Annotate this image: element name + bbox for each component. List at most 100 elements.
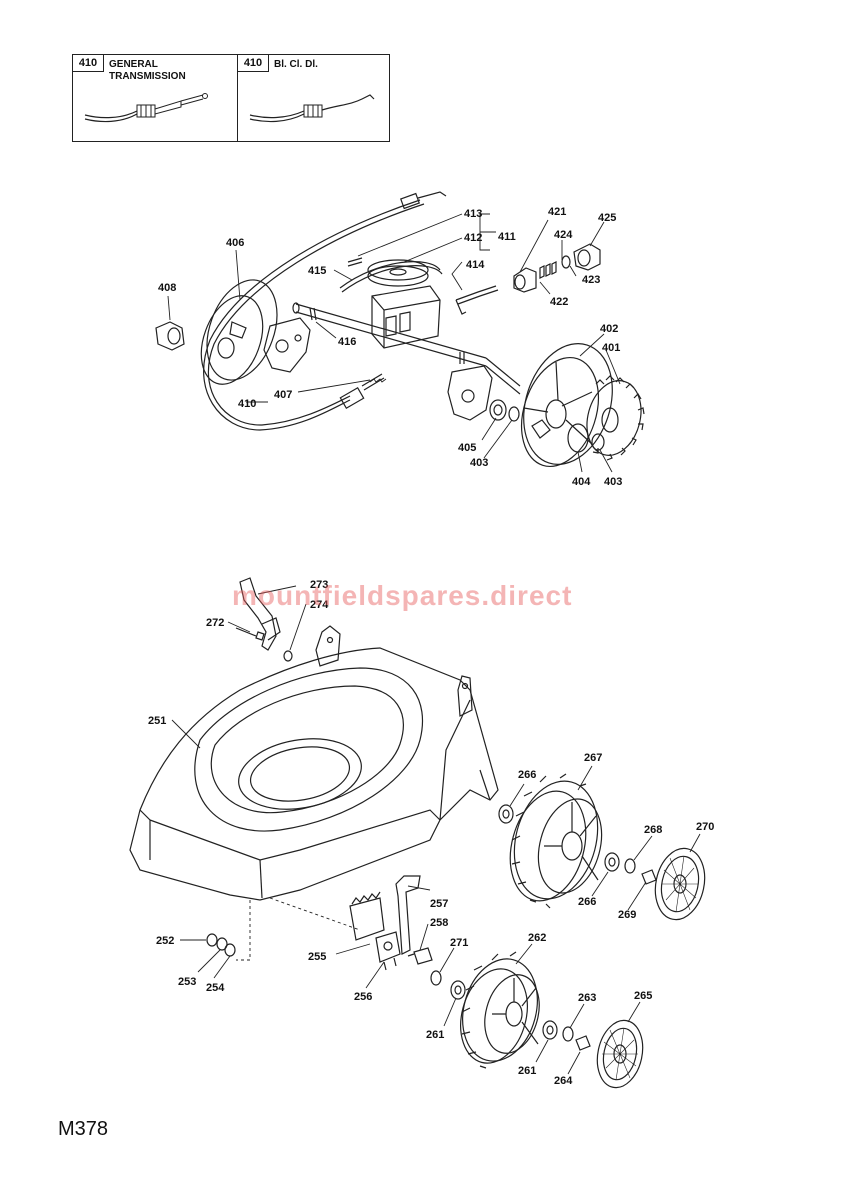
- part-label-410: 410: [238, 398, 256, 410]
- bearing: [489, 399, 507, 421]
- part-label-267: 267: [584, 752, 602, 764]
- part-label-403: 403: [604, 476, 622, 488]
- part-label-416: 416: [338, 336, 356, 348]
- bearing: [542, 1020, 558, 1040]
- mower-deck: [129, 647, 499, 901]
- part-label-421: 421: [548, 206, 566, 218]
- diagram-code: M378: [58, 1118, 109, 1140]
- drive-nut: [155, 321, 185, 351]
- drive-axle: [295, 303, 487, 367]
- washer: [591, 433, 605, 451]
- part-label-408: 408: [158, 282, 176, 294]
- part-label-270: 270: [696, 821, 714, 833]
- part-label-251: 251: [148, 715, 166, 727]
- part-label-257: 257: [430, 898, 448, 910]
- cable-spring: [361, 373, 385, 391]
- cable-icon: [84, 93, 208, 123]
- hubcap: [654, 847, 706, 921]
- part-label-411: 411: [498, 231, 516, 243]
- washer: [224, 943, 236, 957]
- screw: [255, 631, 265, 641]
- washer: [561, 255, 571, 269]
- left-bracket: [263, 317, 311, 373]
- legend-code: 410: [73, 55, 104, 72]
- deck-bowl: [194, 667, 424, 832]
- cable-ferrule: [400, 192, 420, 210]
- part-label-262: 262: [528, 932, 546, 944]
- part-label-272: 272: [206, 617, 224, 629]
- legend-cell-bcd: 410 Bl. Cl. Dl.: [238, 55, 390, 141]
- drive-disc: [206, 279, 278, 381]
- nut: [575, 1035, 591, 1051]
- drive-disc-hub: [229, 321, 247, 339]
- bushing: [513, 267, 537, 293]
- bearing: [498, 804, 514, 824]
- cable-icon: [249, 94, 375, 123]
- part-label-406: 406: [226, 237, 244, 249]
- part-label-413: 413: [464, 208, 482, 220]
- part-label-271: 271: [450, 937, 468, 949]
- drive-cable: [203, 199, 421, 431]
- height-lever: [239, 577, 277, 651]
- part-label-403: 403: [470, 457, 488, 469]
- cable-adjuster: [339, 386, 365, 410]
- nut: [641, 869, 657, 885]
- part-label-405: 405: [458, 442, 476, 454]
- front-height-lever: [395, 875, 421, 955]
- part-label-265: 265: [634, 990, 652, 1002]
- wheel-hub-boss: [531, 419, 551, 439]
- right-bracket: [447, 365, 493, 421]
- part-label-401: 401: [602, 342, 620, 354]
- spring: [539, 261, 557, 279]
- drive-belt: [339, 261, 441, 289]
- part-label-423: 423: [582, 274, 600, 286]
- part-label-261: 261: [518, 1065, 536, 1077]
- cable-legend: 410 GENERAL TRANSMISSION 410 Bl. Cl. Dl.: [72, 54, 390, 142]
- lever-plate: [375, 931, 401, 963]
- washer: [562, 1026, 574, 1042]
- part-label-264: 264: [554, 1075, 573, 1087]
- part-label-415: 415: [308, 265, 326, 277]
- rear-mount: [315, 625, 341, 667]
- part-label-269: 269: [618, 909, 636, 921]
- part-label-412: 412: [464, 232, 482, 244]
- part-label-404: 404: [572, 476, 591, 488]
- gearbox-pulley: [367, 259, 429, 281]
- side-mount: [457, 675, 473, 717]
- legend-title: Bl. Cl. Dl.: [274, 59, 318, 70]
- part-label-261: 261: [426, 1029, 444, 1041]
- part-label-254: 254: [206, 982, 225, 994]
- part-label-253: 253: [178, 976, 196, 988]
- pin: [347, 257, 363, 267]
- part-label-255: 255: [308, 951, 326, 963]
- part-label-402: 402: [600, 323, 618, 335]
- part-label-422: 422: [550, 296, 568, 308]
- part-label-266: 266: [518, 769, 536, 781]
- front-bracket: [349, 897, 385, 941]
- bearing: [450, 980, 466, 1000]
- hubcap: [596, 1019, 644, 1089]
- rear-wheel: [513, 780, 599, 900]
- lever-rod: [455, 285, 497, 301]
- part-label-273: 273: [310, 579, 328, 591]
- part-label-266: 266: [578, 896, 596, 908]
- part-label-274: 274: [310, 599, 329, 611]
- knob-cap: [573, 243, 601, 271]
- washer: [624, 858, 636, 874]
- rear-wheel-disc: [523, 343, 613, 465]
- bearing: [604, 852, 620, 872]
- part-label-407: 407: [274, 389, 292, 401]
- washer: [508, 406, 520, 422]
- part-label-252: 252: [156, 935, 174, 947]
- washer: [430, 970, 442, 986]
- part-label-424: 424: [554, 229, 573, 241]
- legend-cell-general-transmission: 410 GENERAL TRANSMISSION: [73, 55, 238, 141]
- part-label-425: 425: [598, 212, 616, 224]
- part-label-258: 258: [430, 917, 448, 929]
- bolt: [413, 947, 433, 965]
- legend-title: GENERAL TRANSMISSION: [109, 59, 186, 82]
- legend-code: 410: [238, 55, 269, 72]
- washer: [216, 937, 228, 951]
